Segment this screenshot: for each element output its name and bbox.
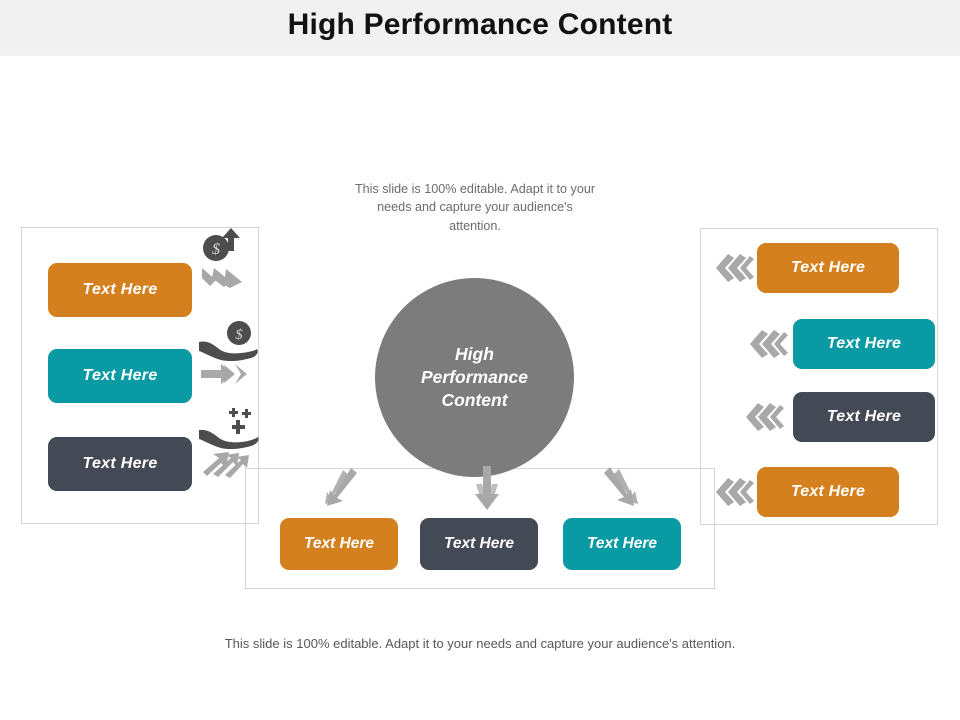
arrow-down-left-icon <box>325 468 357 506</box>
arrow-down-right-icon <box>604 467 638 506</box>
left-box-2-label: Text Here <box>82 367 158 384</box>
svg-text:$: $ <box>235 327 243 343</box>
chevron-left-icon <box>716 254 754 282</box>
footer-description: This slide is 100% editable. Adapt it to… <box>224 636 736 651</box>
left-box-3-label: Text Here <box>82 455 158 472</box>
right-box-3[interactable]: Text Here <box>793 392 935 442</box>
bottom-box-1-label: Text Here <box>303 535 375 552</box>
header-bar: High Performance Content <box>0 0 960 50</box>
right-box-3-label: Text Here <box>826 408 902 425</box>
chevron-left-icon <box>750 330 788 358</box>
center-line-3: Content <box>441 390 508 411</box>
chevron-left-icon <box>716 478 754 506</box>
bottom-box-2-label: Text Here <box>443 535 515 552</box>
header-divider <box>0 50 960 56</box>
hand-plus-icon <box>199 408 259 478</box>
center-circle-label: High Performance Content <box>421 343 528 412</box>
right-box-4[interactable]: Text Here <box>757 467 899 517</box>
right-box-2-label: Text Here <box>826 335 902 352</box>
left-box-1-label: Text Here <box>82 281 158 298</box>
bottom-box-3[interactable]: Text Here <box>563 518 681 570</box>
page-title: High Performance Content <box>287 8 673 41</box>
left-panel-frame <box>21 227 259 524</box>
center-circle[interactable]: High Performance Content <box>375 278 574 477</box>
center-line-2: Performance <box>421 366 528 387</box>
right-box-2[interactable]: Text Here <box>793 319 935 369</box>
chevron-left-icon <box>746 403 784 431</box>
bottom-box-2[interactable]: Text Here <box>420 518 538 570</box>
arrow-down-icon <box>475 466 499 510</box>
coin-up-arrow-icon: $ <box>202 228 242 288</box>
right-box-1-label: Text Here <box>790 259 866 276</box>
center-line-1: High <box>455 343 494 364</box>
right-box-1[interactable]: Text Here <box>757 243 899 293</box>
left-box-2[interactable]: Text Here <box>48 349 192 403</box>
left-box-1[interactable]: Text Here <box>48 263 192 317</box>
right-box-4-label: Text Here <box>790 483 866 500</box>
left-box-3[interactable]: Text Here <box>48 437 192 491</box>
svg-text:$: $ <box>212 241 220 258</box>
hand-holding-coin-icon: $ <box>199 321 258 384</box>
bottom-box-1[interactable]: Text Here <box>280 518 398 570</box>
right-panel-frame <box>700 228 938 525</box>
top-description: This slide is 100% editable. Adapt it to… <box>354 182 596 233</box>
bottom-box-3-label: Text Here <box>586 535 658 552</box>
slide-canvas: This slide is 100% editable. Adapt it to… <box>0 56 960 720</box>
